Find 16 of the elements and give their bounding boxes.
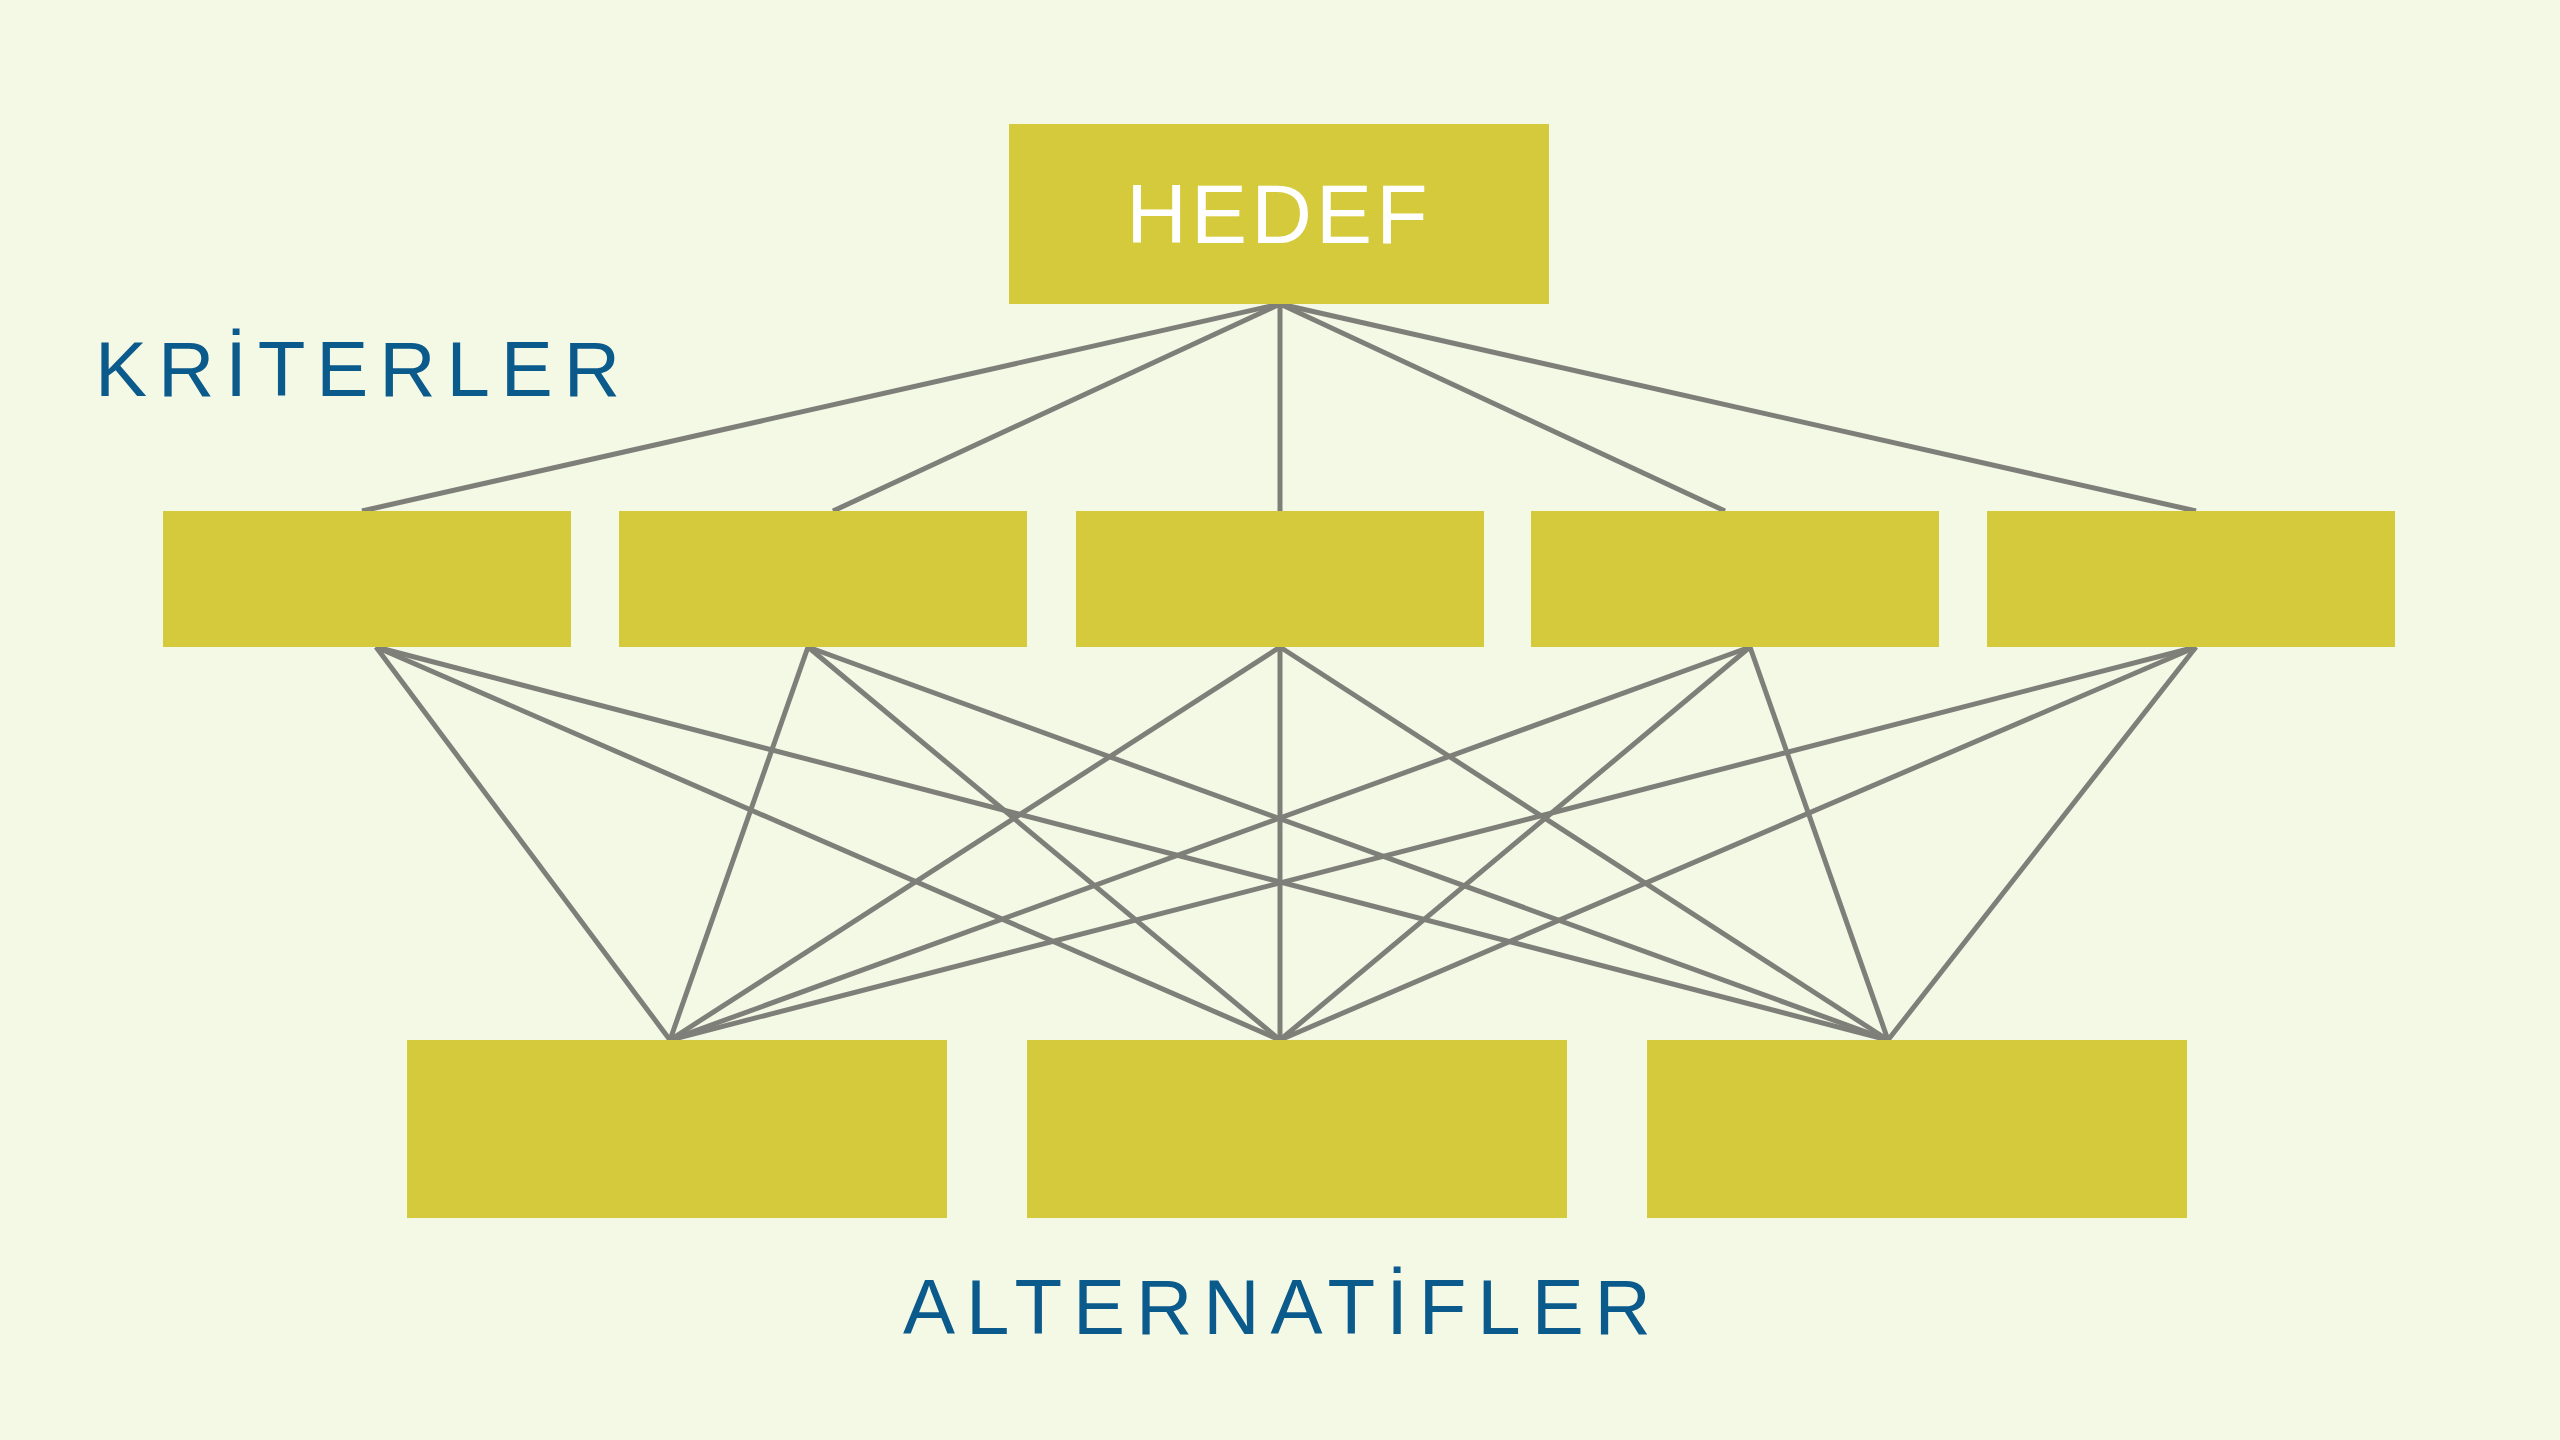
box-title: HEDEF [1126,172,1432,256]
connector-line [374,645,672,1042]
criterion-box [163,511,571,647]
connector-line [1277,647,1283,1040]
goal-box [1009,124,1549,304]
criterion-box [1987,511,2395,647]
alternative-box [1027,1040,1567,1218]
criterion-box [1531,511,1939,647]
connector-line [1886,645,2198,1042]
level-heading: ALTERNATİFLER [903,1268,1662,1346]
level-heading: KRİTERLER [95,330,632,408]
alternative-box [407,1040,947,1218]
alternative-box [1647,1040,2187,1218]
criterion-box [619,511,1027,647]
criterion-box [1076,511,1484,647]
connector-line [1277,304,1283,511]
